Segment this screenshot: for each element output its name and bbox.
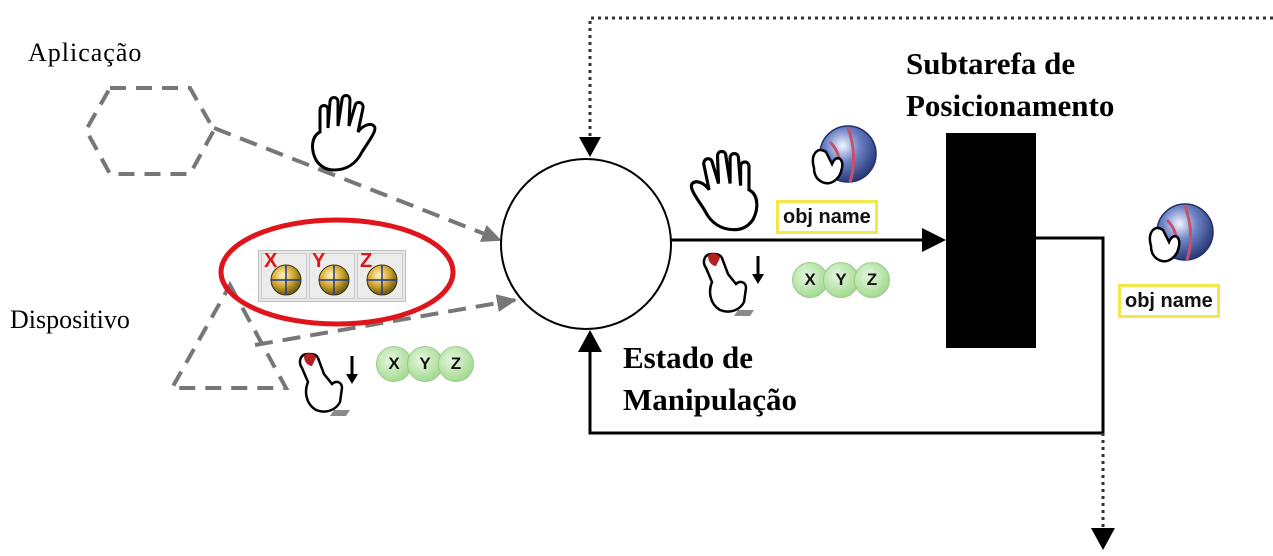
object-name-label: obj name [776, 200, 878, 234]
application-dashed-arrow [213, 126, 502, 242]
toolbar-highlight-ellipse [218, 217, 456, 327]
feedback-arrowhead [578, 330, 602, 352]
finger-press-icon [702, 252, 764, 316]
application-hexagon [83, 86, 217, 176]
axis-x-label: X [264, 250, 278, 272]
axis-y-label: Y [312, 250, 326, 272]
device-triangle [168, 280, 290, 390]
positioning-subtask-box [946, 133, 1036, 348]
top-dotted-arrowhead [579, 137, 601, 157]
open-hand-icon [311, 94, 377, 172]
circle-to-box-arrowhead [922, 228, 946, 252]
device-label: Dispositivo [10, 305, 130, 334]
axis-globe-icon [318, 264, 350, 296]
axis-x-button[interactable]: X [261, 250, 307, 299]
axis-z-label: Z [360, 250, 373, 272]
axis-globe-icon [270, 264, 302, 296]
axis-z-ball: Z [438, 346, 474, 382]
axis-z-button[interactable]: Z [357, 250, 403, 299]
manipulation-state-title-line2: Manipulação [623, 382, 797, 417]
positioning-subtask-title-line2: Posicionamento [906, 88, 1115, 123]
axis-z-ball: Z [854, 262, 890, 298]
axis-y-button[interactable]: Y [309, 250, 355, 299]
device-xyz-axes: X Y Z [376, 346, 474, 382]
axis-globe-icon [366, 264, 398, 296]
open-hand-icon [689, 149, 759, 232]
manipulation-state-title-line1: Estado de [623, 340, 754, 375]
axis-toolbar: X Y Z [258, 250, 406, 302]
application-label: Aplicação [28, 38, 143, 67]
positioning-subtask-title-line1: Subtarefa de [906, 46, 1076, 81]
device-dashed-arrow [254, 294, 517, 347]
grab-globe-icon [1148, 203, 1214, 263]
finger-press-icon [298, 352, 358, 416]
central-node-circle [500, 158, 672, 330]
output-xyz-axes: X Y Z [792, 262, 890, 298]
bottom-dotted-arrowhead [1091, 528, 1115, 550]
axis-x-ball: X [376, 346, 412, 382]
grab-globe-icon [811, 125, 877, 185]
object-name-label: obj name [1118, 284, 1220, 318]
